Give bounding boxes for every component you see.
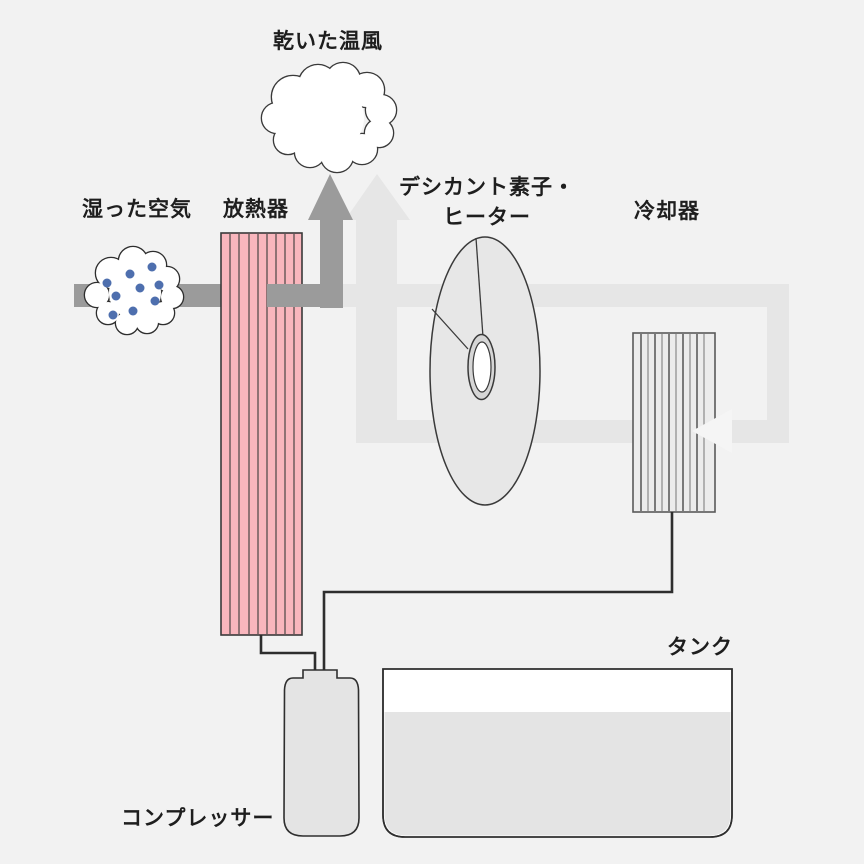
compressor-label: コンプレッサー [121,807,275,830]
tank-outline [382,668,733,838]
loop-left-duct [356,218,397,443]
dark-arrow-shaft [320,218,343,308]
moist-air-cloud-icon [83,245,185,336]
dry-warm-air-label: 乾いた温風 [273,30,383,53]
wheel-hub-hole [472,341,492,393]
refrigerant-pipes [259,512,674,672]
cooler-unit [632,332,732,513]
moist-air-label: 湿った空気 [82,198,192,221]
dark-up-arrow-icon [308,174,353,220]
pipe-radiator-to-compressor [259,635,317,672]
loop-top-duct [342,284,789,307]
cooler-fins [640,334,705,511]
tank-water [384,712,731,836]
wheel-segment-lines [431,237,484,350]
white-left-arrow-icon [692,409,732,453]
desiccant-label-line2: ヒーター [443,206,531,229]
water-tank [382,668,733,838]
dry-warm-air-cloud-icon [260,61,398,174]
moisture-dots [102,262,164,320]
desiccant-wheel [429,236,541,506]
cooler-label: 冷却器 [634,200,700,223]
compressor-body [283,669,360,837]
tank-label: タンク [667,636,733,659]
cooler-body [632,332,716,513]
light-up-arrow-icon [345,174,410,220]
process-air-exit-path [267,174,353,308]
loop-right-duct [767,284,789,443]
desiccant-heater-label: デシカント素子・ ヒーター [399,173,575,233]
desiccant-label-line1: デシカント素子・ [399,176,575,199]
radiator-label: 放熱器 [223,198,289,221]
pipe-cooler-to-compressor [322,512,674,672]
